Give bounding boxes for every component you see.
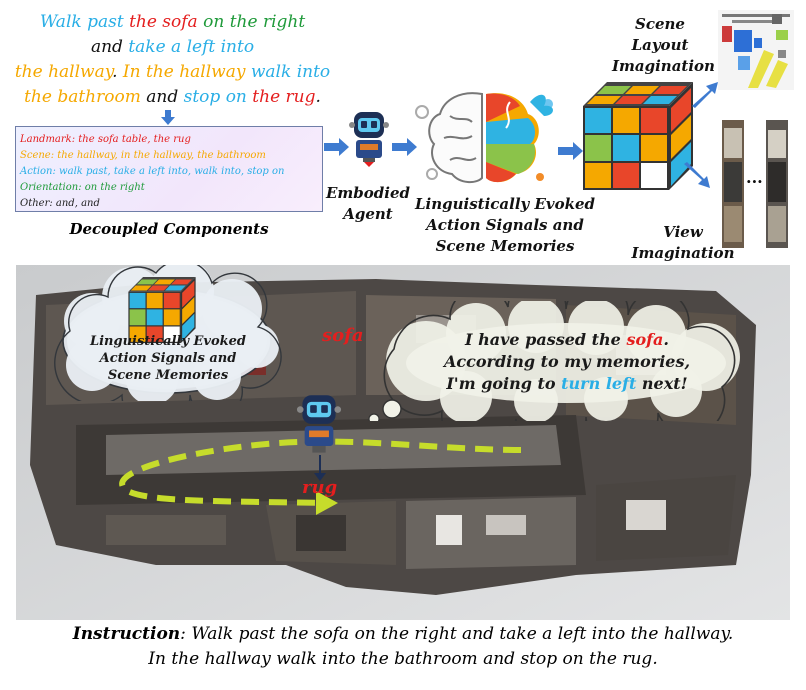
right-arrow-icon: [392, 138, 417, 156]
down-right-arrow-icon: [684, 162, 710, 188]
right-arrow-icon: [558, 142, 583, 160]
robot-agent-icon: [349, 112, 389, 167]
memory-cloud-text: Linguistically Evoked Action Signals and…: [89, 334, 247, 383]
layout-map-icon: [718, 10, 794, 90]
view-images-icon: [722, 120, 788, 248]
agent-label: Embodied Agent: [325, 184, 411, 223]
up-right-arrow-icon: [692, 82, 718, 108]
rug-label: rug: [302, 477, 338, 498]
cube-memory-icon-small: [128, 277, 196, 343]
instruction-text: Walk past the sofa on the right and take…: [14, 12, 331, 107]
action-line: Action: walk past, take a left into, wal…: [20, 166, 285, 177]
view-label: View Imagination: [631, 223, 735, 262]
thought-text: I have passed the sofa. According to my …: [443, 330, 691, 393]
brain-icon: [415, 92, 553, 184]
bottom-instruction: Instruction: Walk past the sofa on the r…: [72, 624, 734, 669]
decoupled-components-box: Landmark: the sofa table, the rug Scene:…: [15, 126, 323, 212]
components-label: Decoupled Components: [69, 220, 269, 238]
signals-label: Linguistically Evoked Action Signals and…: [414, 195, 596, 255]
other-line: Other: and, and: [20, 198, 100, 209]
thought-bubble: [368, 301, 740, 421]
right-arrow-icon: [324, 138, 349, 156]
down-arrow-icon: [161, 110, 175, 125]
sofa-label: sofa: [322, 325, 364, 346]
scene-line: Scene: the hallway, in the hallway, the …: [20, 150, 266, 161]
scene-panel: Linguistically Evoked Action Signals and…: [16, 265, 790, 620]
landmark-line: Landmark: the sofa table, the rug: [20, 134, 191, 145]
scene-layout-label: Scene Layout Imagination: [612, 15, 715, 75]
robot-agent-icon: [296, 395, 342, 453]
cube-memory-icon: [583, 82, 693, 190]
ellipsis: ...: [746, 168, 763, 187]
orientation-line: Orientation: on the right: [20, 182, 145, 193]
